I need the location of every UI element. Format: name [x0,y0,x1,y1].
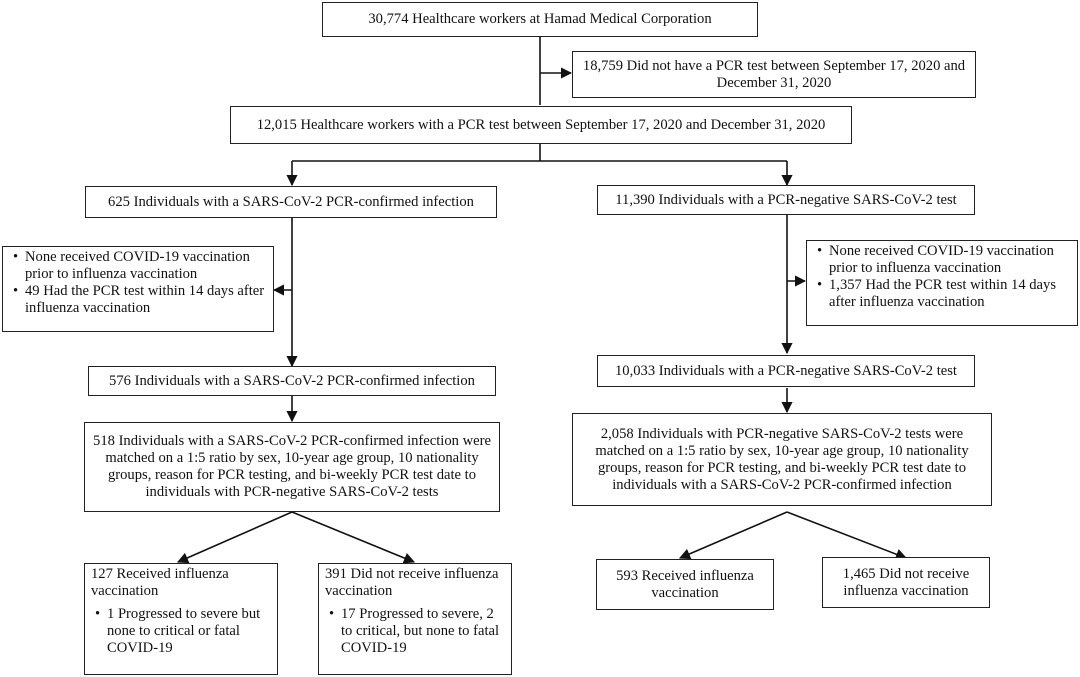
right-exclusion-item: 1,357 Had the PCR test within 14 days af… [817,277,1071,311]
box-left-matched: 518 Individuals with a SARS-CoV-2 PCR-co… [84,422,500,512]
outcome-item: 1 Progressed to severe but none to criti… [95,606,271,657]
label-excluded-no-pcr: 18,759 Did not have a PCR test between S… [582,57,966,91]
label-left-matched: 518 Individuals with a SARS-CoV-2 PCR-co… [93,433,491,500]
label-left-after-exclusion: 576 Individuals with a SARS-CoV-2 PCR-co… [109,372,475,389]
label-left-group: 625 Individuals with a SARS-CoV-2 PCR-co… [108,193,474,210]
arrow-right-vaccinated [678,511,788,560]
left-exclusion-list: None received COVID-19 vaccination prior… [9,249,267,317]
label-right-group: 11,390 Individuals with a PCR-negative S… [615,191,957,208]
box-excluded-no-pcr: 18,759 Did not have a PCR test between S… [572,51,976,98]
box-right-matched: 2,058 Individuals with PCR-negative SARS… [572,413,992,506]
box-right-exclusions: None received COVID-19 vaccination prior… [806,240,1078,326]
box-left-vaccinated: 127 Received influenza vaccination 1 Pro… [84,563,278,675]
label-right-matched: 2,058 Individuals with PCR-negative SARS… [595,425,969,493]
label-right-unvaccinated: 1,465 Did not receive influenza vaccinat… [842,565,970,599]
box-with-pcr: 12,015 Healthcare workers with a PCR tes… [230,106,852,144]
outcome-item: 17 Progressed to severe, 2 to critical, … [329,606,505,657]
box-left-group: 625 Individuals with a SARS-CoV-2 PCR-co… [85,186,497,218]
box-right-unvaccinated: 1,465 Did not receive influenza vaccinat… [822,557,990,608]
box-right-vaccinated: 593 Received influenza vaccination [596,559,774,610]
right-exclusion-list: None received COVID-19 vaccination prior… [813,243,1071,311]
left-exclusion-item: None received COVID-19 vaccination prior… [13,249,267,283]
label-left-unvaccinated: 391 Did not receive influenza vaccinatio… [325,566,499,599]
box-left-exclusions: None received COVID-19 vaccination prior… [2,246,274,332]
arrow-left-vaccinated [176,511,293,564]
label-left-vaccinated: 127 Received influenza vaccination [91,566,229,599]
box-left-unvaccinated: 391 Did not receive influenza vaccinatio… [318,563,512,675]
left-exclusion-item: 49 Had the PCR test within 14 days after… [13,283,267,317]
arrow-left-unvaccinated [291,511,416,564]
label-total-hcw: 30,774 Healthcare workers at Hamad Medic… [368,11,712,27]
box-right-after-exclusion: 10,033 Individuals with a PCR-negative S… [597,355,975,387]
box-right-group: 11,390 Individuals with a PCR-negative S… [597,185,975,215]
left-unvaccinated-outcomes: 17 Progressed to severe, 2 to critical, … [325,606,505,657]
right-exclusion-item: None received COVID-19 vaccination prior… [817,243,1071,277]
label-with-pcr: 12,015 Healthcare workers with a PCR tes… [256,116,826,133]
label-right-after-exclusion: 10,033 Individuals with a PCR-negative S… [614,362,957,379]
label-right-vaccinated: 593 Received influenza vaccination [616,567,754,601]
left-vaccinated-outcomes: 1 Progressed to severe but none to criti… [91,606,271,657]
arrow-right-unvaccinated [786,511,908,560]
box-total-hcw: 30,774 Healthcare workers at Hamad Medic… [322,2,758,37]
box-left-after-exclusion: 576 Individuals with a SARS-CoV-2 PCR-co… [88,366,496,396]
